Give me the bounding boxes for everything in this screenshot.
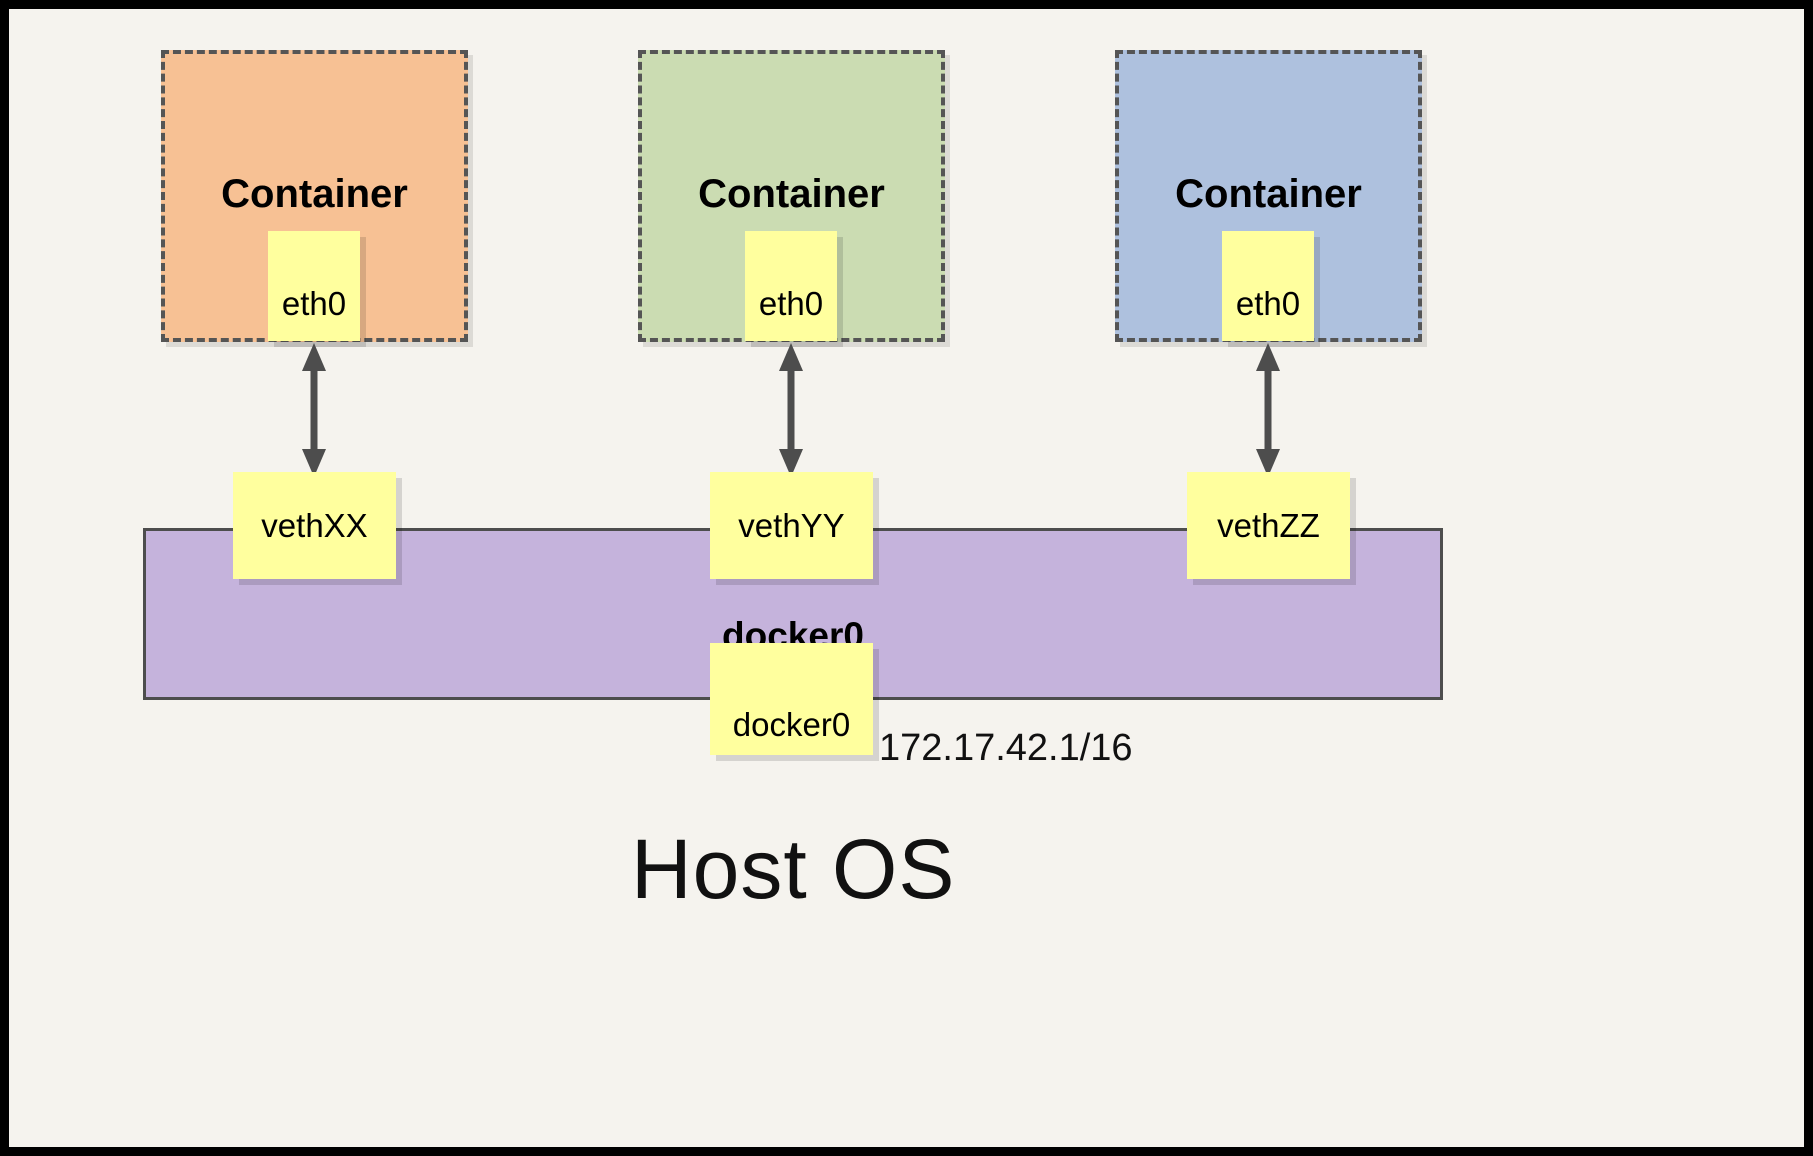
veth-link-arrow-3 <box>1256 343 1280 477</box>
veth-label: vethZZ <box>1217 506 1320 544</box>
container-title-3: Container <box>1175 172 1362 216</box>
docker0-port-label: docker0 <box>732 706 851 743</box>
veth-link-arrow-1 <box>302 343 326 477</box>
veth-label: vethXX <box>261 506 368 544</box>
veth-chip-3: vethZZ <box>1187 472 1350 579</box>
docker0-ip-label: 172.17.42.1/16 <box>879 727 1133 769</box>
container-title-2: Container <box>698 172 885 216</box>
container-title-1: Container <box>221 172 408 216</box>
container-interface-eth0-1: eth0 <box>268 231 360 341</box>
interface-label: eth0 <box>758 285 824 322</box>
veth-chip-2: vethYY <box>710 472 873 579</box>
docker0-port-chip: docker0 <box>710 643 873 755</box>
diagram-stage: Container eth0 Container eth0 Container … <box>9 9 1804 1147</box>
interface-label: eth0 <box>281 285 347 322</box>
container-interface-eth0-2: eth0 <box>745 231 837 341</box>
veth-chip-1: vethXX <box>233 472 396 579</box>
interface-label: eth0 <box>1235 285 1301 322</box>
veth-label: vethYY <box>738 506 845 544</box>
veth-link-arrow-2 <box>779 343 803 477</box>
host-os-title: Host OS <box>631 822 956 916</box>
container-interface-eth0-3: eth0 <box>1222 231 1314 341</box>
